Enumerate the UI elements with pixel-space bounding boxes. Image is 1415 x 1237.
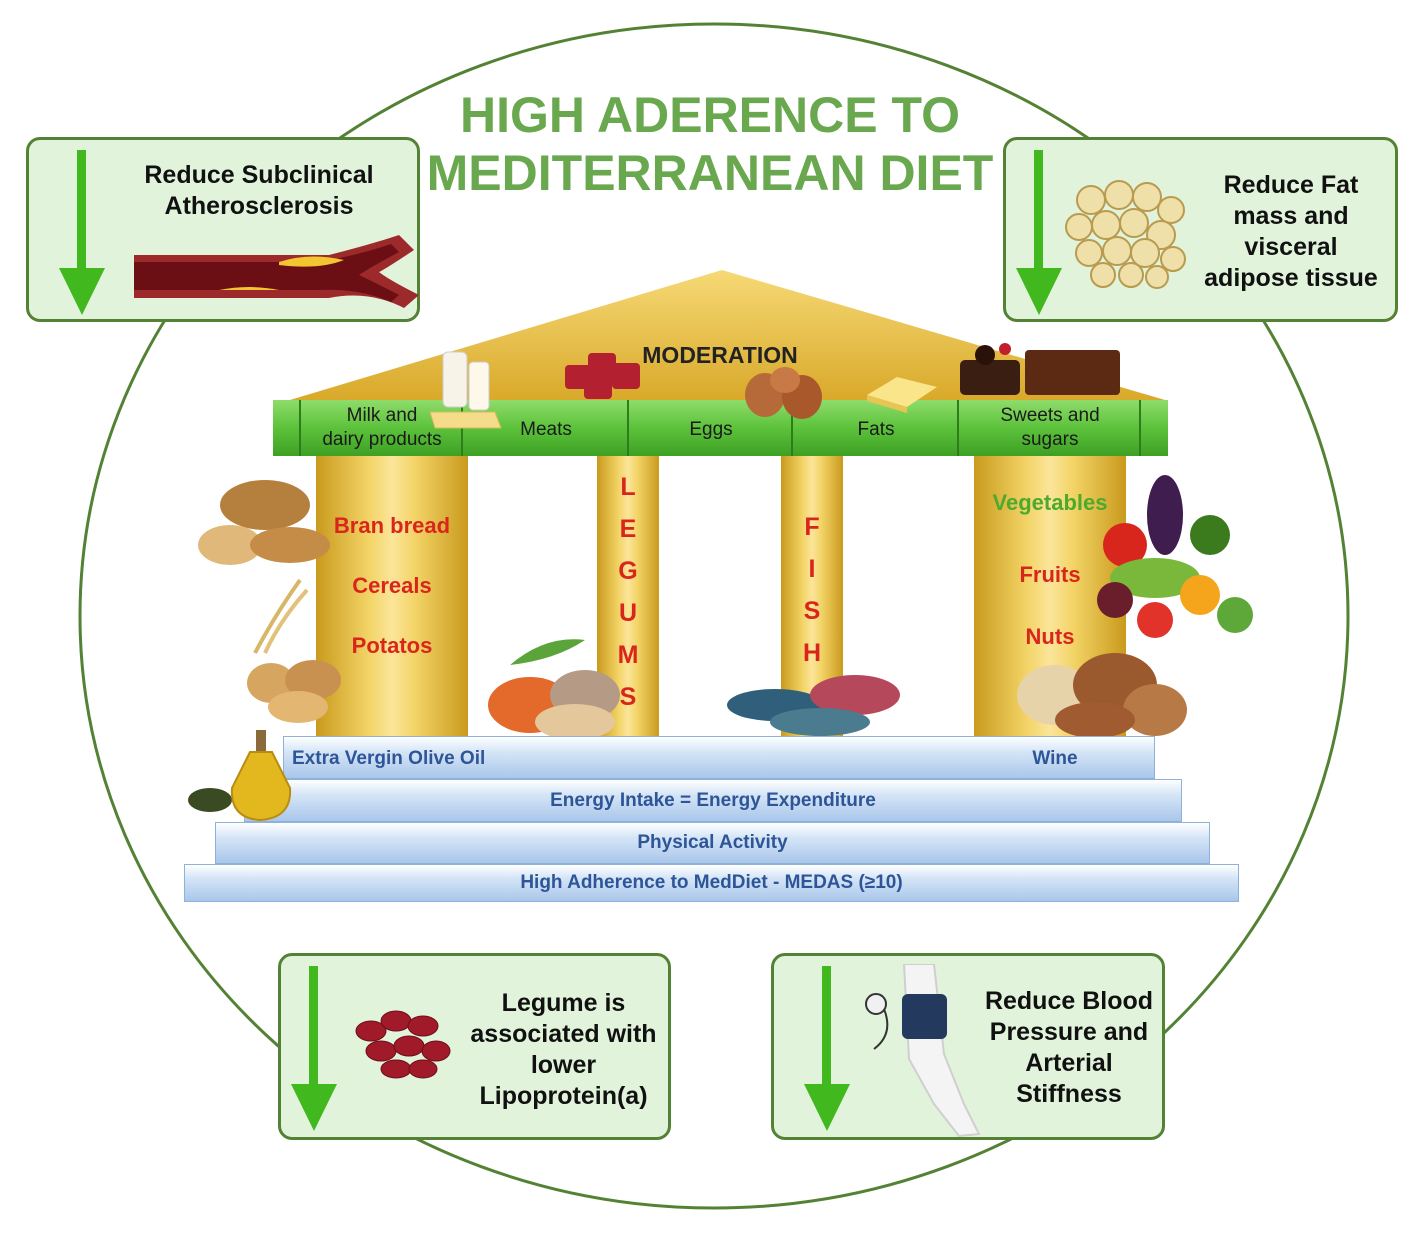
step-label-energy: Energy Intake = Energy Expenditure	[550, 790, 876, 811]
box-text-blood-pressure: Reduce Blood Pressure and Arterial Stiff…	[984, 987, 1154, 1108]
red-beans-icon	[355, 1010, 451, 1079]
pillar-text-nuts: Nuts	[1025, 624, 1075, 649]
vegetables-fruits-icon	[1097, 475, 1253, 638]
moderation-label: MODERATION	[642, 342, 798, 368]
dairy-icon	[429, 351, 502, 429]
title-line-1: HIGH ADERENCE TO	[459, 87, 961, 143]
box-fat-mass: Reduce Fat mass and visceral adipose tis…	[1003, 137, 1398, 322]
olive-oil-icon	[188, 730, 292, 822]
title-line-2: MEDITERRANEAN DIET	[426, 145, 994, 201]
pillar-text-legums: L E G U M S	[617, 473, 639, 711]
box-text-atherosclerosis: Reduce Subclinical Atherosclerosis	[144, 161, 374, 220]
meat-icon	[565, 353, 640, 399]
band-item-sweets: Sweets and sugars	[1000, 405, 1100, 450]
eggs-icon	[745, 367, 822, 419]
bread-basket-icon	[198, 480, 330, 565]
wheat-icon	[253, 578, 309, 654]
band-item-fats: Fats	[857, 419, 895, 440]
nuts-icon	[1017, 653, 1187, 738]
step-label-medas: High Adherence to MedDiet - MEDAS (≥10)	[520, 872, 903, 893]
band-item-eggs: Eggs	[689, 419, 733, 440]
down-arrow-icon	[59, 150, 105, 315]
pillar-text-bran-bread: Bran bread	[333, 513, 451, 538]
pillar-text-fish: F I S H	[802, 513, 822, 667]
pillar-cereals	[316, 456, 468, 736]
box-blood-pressure: Reduce Blood Pressure and Arterial Stiff…	[771, 953, 1165, 1140]
step-label-physical-activity: Physical Activity	[637, 832, 788, 853]
step-label-wine: Wine	[1032, 748, 1078, 769]
potatoes-icon	[247, 660, 341, 723]
step-energy	[244, 779, 1182, 822]
box-legume: Legume is associated with lower Lipoprot…	[278, 953, 671, 1140]
pillar-text-potatos: Potatos	[351, 633, 433, 658]
step-medas	[184, 864, 1239, 902]
step-label-olive-oil: Extra Vergin Olive Oil	[292, 748, 486, 769]
down-arrow-icon	[804, 966, 850, 1131]
legumes-icon	[488, 639, 620, 740]
pillar-text-fruits: Fruits	[1019, 562, 1081, 587]
artery-icon	[134, 235, 419, 308]
box-text-fat-mass: Reduce Fat mass and visceral adipose tis…	[1204, 171, 1378, 292]
band-item-dairy: Milk and dairy products	[322, 405, 442, 450]
step-olive-oil-wine	[283, 736, 1155, 779]
down-arrow-icon	[1016, 150, 1062, 315]
pillar-text-cereals: Cereals	[352, 573, 432, 598]
box-text-legume: Legume is associated with lower Lipoprot…	[470, 989, 657, 1110]
adipose-cells-icon	[1065, 180, 1186, 289]
step-physical-activity	[215, 822, 1210, 864]
pillar-text-vegetables: Vegetables	[992, 490, 1108, 515]
band-item-meats: Meats	[520, 419, 572, 440]
down-arrow-icon	[291, 966, 337, 1131]
sweets-icon	[960, 343, 1120, 395]
box-atherosclerosis: Reduce Subclinical Atherosclerosis	[26, 137, 420, 322]
blood-pressure-cuff-icon	[865, 964, 981, 1138]
butter-icon	[867, 377, 937, 413]
